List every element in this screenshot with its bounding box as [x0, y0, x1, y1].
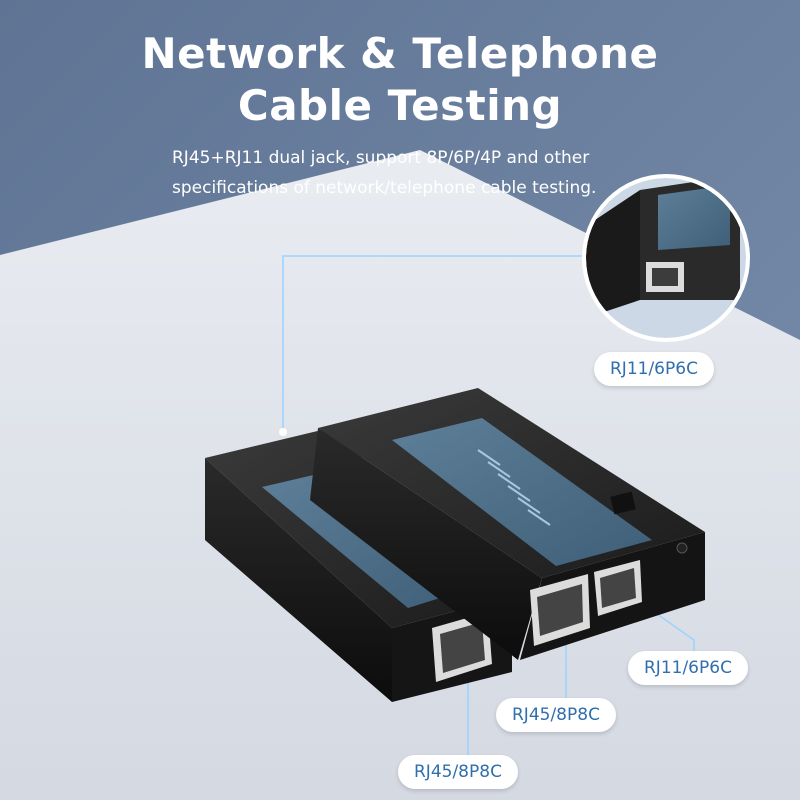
callout-rj45-middle: RJ45/8P8C [496, 698, 616, 732]
subtitle: RJ45+RJ11 dual jack, support 8P/6P/4P an… [172, 143, 632, 203]
headline-line-2: Cable Testing [237, 81, 563, 130]
main-led [676, 542, 688, 554]
main-label-panel [392, 418, 652, 566]
main-rj11-port [594, 560, 642, 616]
magnified-inset [582, 174, 750, 342]
leader-line-top [282, 255, 586, 432]
main-rj45-port [530, 574, 590, 646]
callout-rj11-top: RJ11/6P6C [594, 352, 714, 386]
subtitle-line-1: RJ45+RJ11 dual jack, support 8P/6P/4P an… [172, 148, 590, 168]
callout-rj11-bottom: RJ11/6P6C [628, 651, 748, 685]
main-switch [610, 491, 636, 515]
headline-line-1: Network & Telephone [141, 29, 659, 78]
headline: Network & Telephone Cable Testing [0, 28, 800, 132]
callout-rj45-left: RJ45/8P8C [398, 755, 518, 789]
main-unit [310, 388, 705, 660]
subtitle-line-2: specifications of network/telephone cabl… [172, 178, 597, 198]
